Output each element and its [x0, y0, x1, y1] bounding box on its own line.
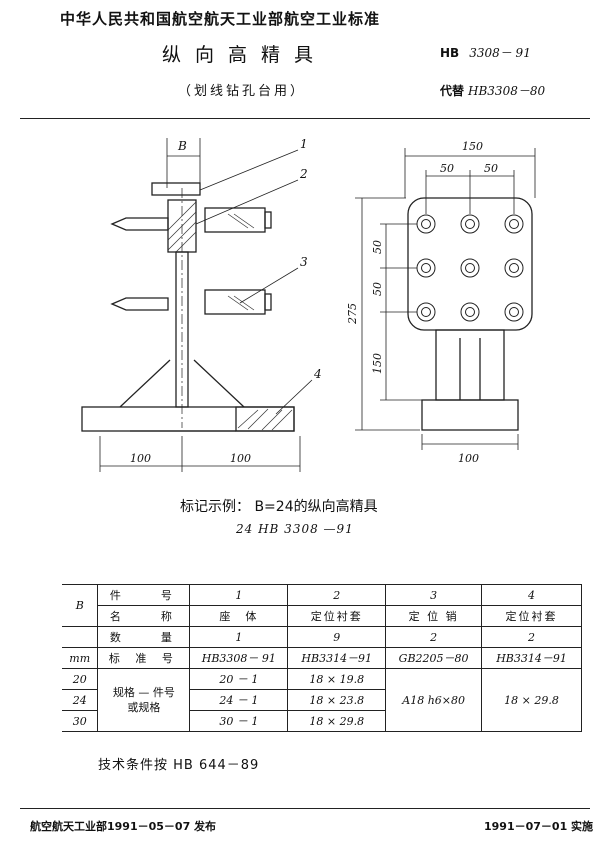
table-cell: B	[62, 584, 99, 627]
header-divider	[20, 118, 590, 119]
table-cell: 规格 — 件号 或规格	[97, 668, 191, 732]
table-cell: 18 × 29.8	[287, 710, 387, 732]
parameters-table: B 件 号 1 2 3 4 名 称 座 体 定位衬套 定 位 销 定位衬套 数 …	[62, 584, 582, 732]
table-cell: HB3314－91	[481, 647, 582, 669]
callout-4: 4	[313, 367, 322, 381]
table-cell: 9	[287, 626, 387, 648]
table-cell: 1	[189, 584, 289, 606]
callout-1: 1	[300, 137, 308, 151]
table-cell: 30	[62, 710, 99, 732]
footer-divider	[20, 808, 590, 809]
table-row: mm 标 准 号 HB3308－ 91 HB3314－91 GB2205－80 …	[62, 647, 582, 669]
table-cell: A18 h6×80	[385, 668, 483, 732]
standard-code-label: HB	[440, 46, 460, 60]
dim-front-right: 100	[230, 452, 251, 465]
table-cell: 1	[189, 626, 289, 648]
table-row: 20 规格 — 件号 或规格 20 － 1 18 × 19.8 A18 h6×8…	[62, 668, 582, 732]
table-cell: 座 体	[189, 605, 289, 627]
label-b: B	[177, 139, 187, 153]
technical-drawing: B 1 2 3 4 100 100	[81, 137, 536, 472]
table-row: B 件 号 1 2 3 4	[62, 584, 582, 627]
standard-number: HB 3308－ 91	[440, 44, 531, 61]
table-cell: 定位衬套	[481, 605, 582, 627]
table-cell: 18 × 19.8	[287, 668, 387, 690]
table-cell: mm	[62, 647, 99, 669]
table-cell: 2	[385, 626, 483, 648]
dim-side-pitch-2: 50	[484, 162, 498, 175]
table-cell: 2	[481, 626, 582, 648]
table-cell: 18 × 29.8	[481, 668, 582, 732]
table-cell: 30 － 1	[189, 710, 289, 732]
document-title: 纵向高精具	[162, 44, 328, 66]
dim-side-vert-3: 150	[371, 353, 384, 374]
replaces-label: 代替	[440, 84, 465, 98]
dim-side-vert-2: 50	[371, 282, 384, 296]
table-cell: 件 号	[97, 584, 191, 606]
table-cell: 20	[62, 668, 99, 690]
dim-side-bottom: 100	[458, 452, 479, 465]
issue-date: 航空航天工业部1991－05－07 发布	[30, 820, 217, 833]
dim-height: 275	[346, 303, 359, 325]
table-cell: 24	[62, 689, 99, 711]
dim-front-left: 100	[130, 452, 151, 465]
table-cell: 标 准 号	[97, 647, 191, 669]
table-cell: HB3314－91	[287, 647, 387, 669]
technical-conditions-note: 技术条件按 HB 644－89	[98, 758, 260, 773]
replaces-number: HB3308－80	[468, 84, 546, 98]
table-cell: 定位衬套	[287, 605, 387, 627]
dim-side-vert-1: 50	[371, 240, 384, 254]
document-subtitle: （划线钻孔台用）	[178, 84, 307, 99]
table-cell: 数 量	[97, 626, 191, 648]
organization-title: 中华人民共和国航空航天工业部航空工业标准	[60, 10, 381, 28]
effective-date: 1991－07－01 实施	[484, 820, 594, 833]
table-row: 名 称 座 体 定位衬套 定 位 销 定位衬套	[62, 605, 582, 627]
callout-2: 2	[299, 167, 308, 181]
table-cell: 3	[385, 584, 483, 606]
callout-3: 3	[300, 255, 308, 269]
marking-example: 标记示例： B=24的纵向高精具	[180, 499, 378, 515]
table-row: 数 量 1 9 2 2	[62, 626, 582, 648]
table-cell: HB3308－ 91	[189, 647, 289, 669]
table-cell	[62, 626, 99, 648]
table-cell: 定 位 销	[385, 605, 483, 627]
table-cell: 2	[287, 584, 387, 606]
dim-side-pitch-1: 50	[440, 162, 454, 175]
table-cell: 24 － 1	[189, 689, 289, 711]
table-cell: 18 × 23.8	[287, 689, 387, 711]
table-row: 30 30 － 1 18 × 29.8	[62, 710, 582, 732]
table-cell: GB2205－80	[385, 647, 483, 669]
table-cell: 名 称	[97, 605, 191, 627]
standard-number-value: 3308－ 91	[469, 46, 531, 60]
table-cell: 4	[481, 584, 582, 606]
table-cell: 20 － 1	[189, 668, 289, 690]
marking-code: 24 HB 3308 —91	[236, 522, 354, 536]
dim-side-width: 150	[462, 140, 483, 153]
